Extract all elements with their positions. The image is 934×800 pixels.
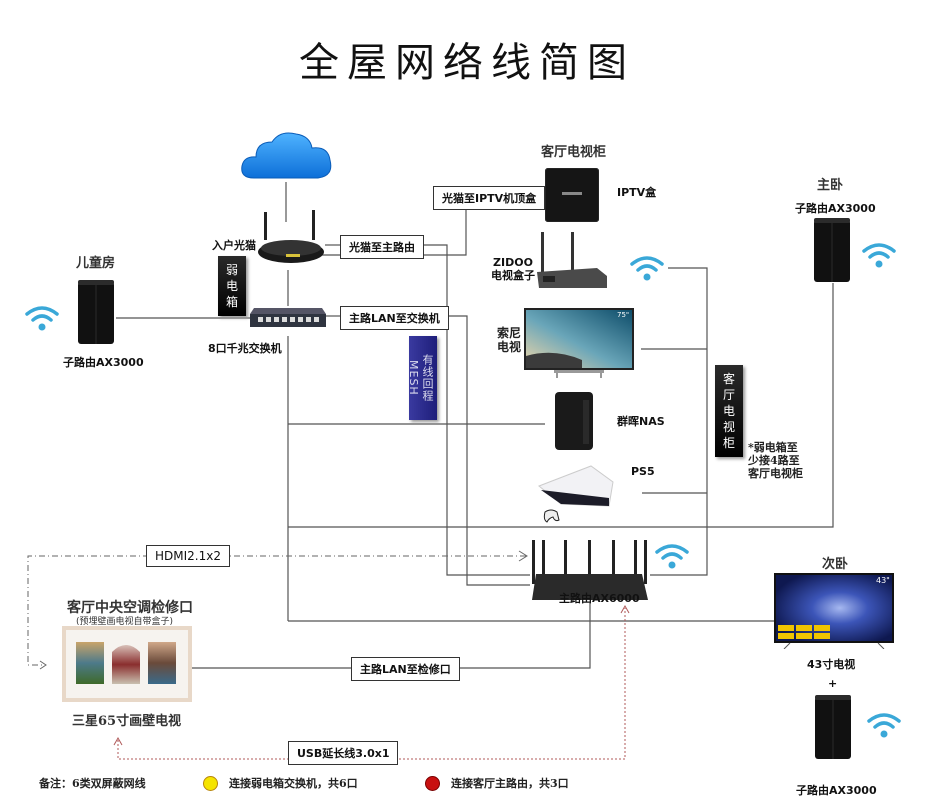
line-switch-main-router (445, 315, 530, 586)
living-ac-panel-note: (预埋壁画电视自带盒子) (76, 617, 174, 627)
kids-router-icon (78, 280, 114, 350)
usb-arrow-tv (113, 736, 123, 746)
frame-tv-icon (62, 626, 192, 706)
living-cabinet-vertical-text: 客厅电视柜 (722, 372, 735, 450)
wired-mesh-label: 有线回程MESH (407, 336, 437, 420)
ps5-label: PS5 (631, 465, 655, 478)
line-modem-main-router (422, 244, 530, 576)
main-router-icon (530, 538, 650, 608)
iptv-box-label: IPTV盒 (617, 186, 657, 199)
second-router-label: 子路由AX3000 (796, 784, 877, 797)
living-cabinet-vertical-label: 客厅电视柜 (715, 365, 743, 457)
modem-icon (256, 210, 326, 270)
cabinet-note: *弱电箱至 少接4路至 客厅电视柜 (748, 441, 803, 480)
master-router-label: 子路由AX3000 (795, 202, 876, 215)
nas-icon (555, 392, 593, 454)
tv43-icon (774, 573, 894, 653)
room-living-tv-cabinet: 客厅电视柜 (541, 145, 607, 160)
sony-tv-badge: 75" (617, 311, 630, 319)
room-second-bedroom: 次卧 (822, 557, 849, 572)
main-router-wifi-icon (654, 542, 690, 574)
cabinet-note-line1: *弱电箱至 (748, 441, 798, 454)
ps5-icon (537, 462, 617, 528)
master-router-icon (814, 218, 850, 288)
line-usb (117, 608, 626, 760)
label-hdmi: HDMI2.1x2 (146, 545, 230, 567)
internet-cloud-icon (240, 128, 335, 188)
room-master-bedroom: 主卧 (817, 178, 844, 193)
frame-tv-label: 三星65寸画壁电视 (72, 714, 182, 729)
plus-sign: + (828, 677, 838, 690)
label-modem-to-main-router: 光猫至主路由 (340, 235, 424, 259)
tv43-label: 43寸电视 (807, 658, 856, 671)
sony-tv-label-line2: 电视 (497, 340, 522, 354)
line-cabinet-bus (650, 267, 708, 576)
sony-tv-label: 索尼 电视 (497, 326, 521, 354)
nas-label: 群晖NAS (617, 415, 665, 428)
line-router-panel (456, 603, 591, 669)
second-wifi-icon (866, 711, 902, 743)
modem-label: 入户光猫 (212, 239, 256, 252)
legend-item-switch: 连接弱电箱交换机，共6口 (229, 777, 358, 790)
cabinet-wifi-icon (629, 254, 665, 286)
switch-icon (250, 306, 326, 332)
weak-box-label: 弱电箱 (218, 256, 246, 316)
zidoo-label: ZIDOO 电视盒子 (491, 256, 535, 282)
tv43-badge: 43" (876, 576, 890, 585)
weak-box-text: 弱电箱 (225, 263, 238, 309)
second-router-icon (815, 695, 851, 765)
line-hdmi (27, 555, 526, 666)
legend-item-main-router: 连接客厅主路由，共3口 (451, 777, 569, 790)
zidoo-box-icon (537, 232, 607, 294)
iptv-box-icon (544, 167, 600, 226)
page-title: 全屋网络线简图 (299, 40, 635, 86)
line-switch-master (288, 283, 834, 528)
master-wifi-icon (861, 241, 897, 273)
usb-arrow-router (620, 604, 630, 614)
cabinet-note-line3: 客厅电视柜 (748, 467, 803, 480)
legend-yellow-dot-icon (203, 776, 218, 791)
kids-router-label: 子路由AX3000 (63, 356, 144, 369)
sony-tv-label-line1: 索尼 (497, 326, 522, 340)
zidoo-label-line2: 电视盒子 (491, 269, 535, 282)
label-main-lan-to-panel: 主路LAN至检修口 (351, 657, 460, 681)
cabinet-note-line2: 少接4路至 (748, 454, 800, 467)
label-main-lan-to-switch: 主路LAN至交换机 (340, 306, 449, 330)
label-usb: USB延长线3.0x1 (288, 741, 399, 765)
legend-red-dot-icon (425, 776, 440, 791)
main-router-label: 主路由AX6000 (559, 592, 640, 605)
room-kids: 儿童房 (76, 256, 116, 271)
hdmi-arrow-router (518, 550, 528, 562)
sony-tv-icon (524, 308, 634, 384)
zidoo-label-line1: ZIDOO (493, 256, 533, 269)
room-living-ac-panel: 客厅中央空调检修口 (67, 600, 193, 616)
switch-label: 8口千兆交换机 (208, 342, 282, 355)
legend-cable-note: 备注：6类双屏蔽网线 (39, 777, 146, 790)
label-modem-to-iptv: 光猫至IPTV机顶盒 (433, 186, 546, 210)
kids-wifi-icon (24, 304, 60, 336)
hdmi-arrow-panel (39, 660, 47, 670)
